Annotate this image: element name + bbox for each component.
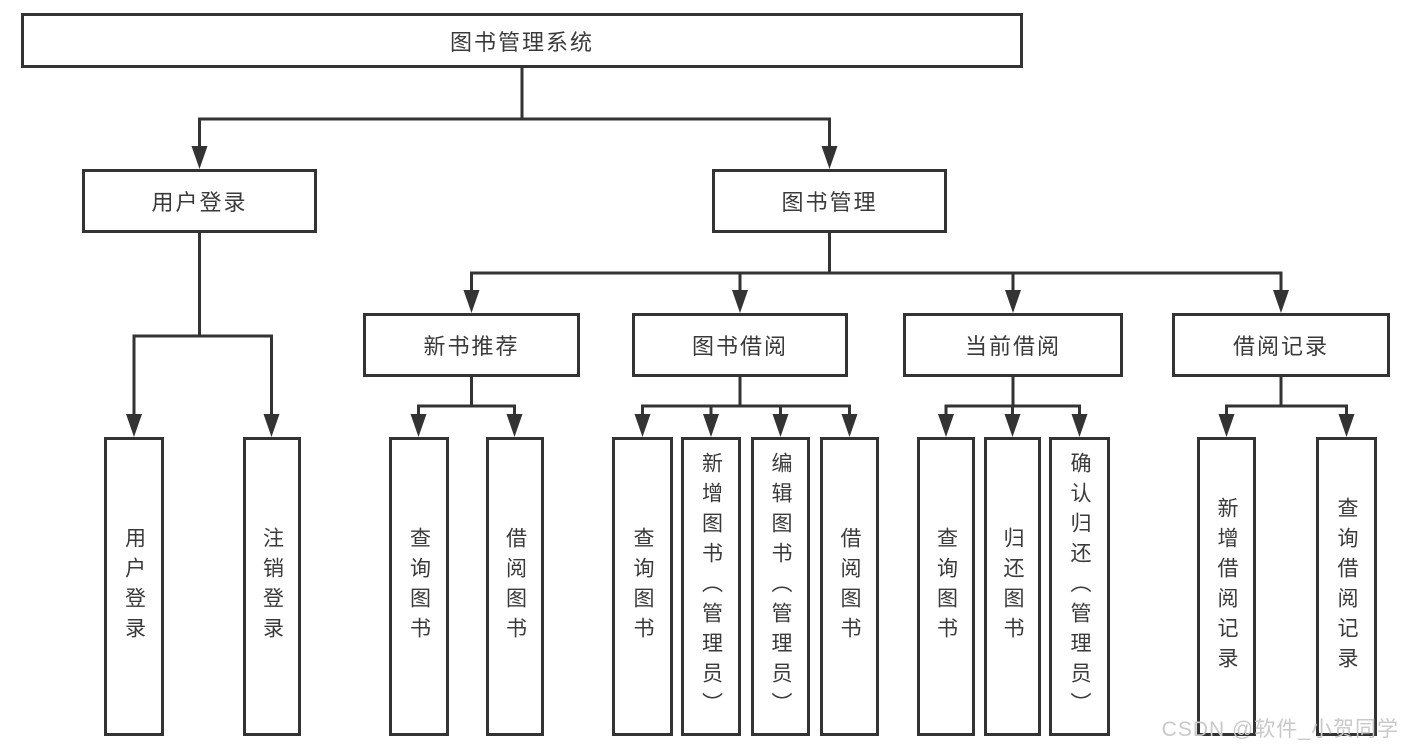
node-label: 图书管理 [781, 190, 878, 215]
node-current-borrow: 当前借阅 [903, 313, 1123, 377]
leaf-add-book-admin: 新增图书（管理员） [681, 437, 741, 736]
leaf-label: 借阅图书 [503, 526, 527, 647]
leaf-label: 注销登录 [260, 526, 284, 647]
node-label: 借阅记录 [1232, 334, 1329, 359]
node-book-borrow: 图书借阅 [632, 313, 848, 377]
leaf-label: 编辑图书（管理员） [769, 451, 792, 722]
csdn-watermark: CSDN @软件_小贺同学 [1161, 718, 1399, 741]
leaf-query-books-recommend: 查询图书 [389, 437, 449, 736]
node-label: 用户登录 [151, 190, 248, 215]
node-label: 图书借阅 [691, 334, 788, 359]
node-label: 新书推荐 [423, 334, 520, 359]
leaf-label: 查询借阅记录 [1335, 496, 1358, 677]
node-label: 当前借阅 [964, 334, 1061, 359]
leaf-label: 新增图书（管理员） [699, 451, 723, 722]
node-root-library-system: 图书管理系统 [21, 13, 1023, 68]
leaf-query-books-borrow: 查询图书 [612, 437, 673, 736]
node-label: 图书管理系统 [449, 29, 594, 55]
leaf-borrow-books-recommend: 借阅图书 [486, 437, 544, 736]
node-new-book-recommend: 新书推荐 [363, 313, 580, 377]
leaf-user-login: 用户登录 [104, 437, 164, 736]
leaf-label: 借阅图书 [838, 526, 861, 647]
leaf-return-book: 归还图书 [984, 437, 1041, 736]
node-user-login: 用户登录 [82, 169, 317, 233]
leaf-label: 新增借阅记录 [1215, 496, 1238, 677]
leaf-confirm-return-admin: 确认归还（管理员） [1049, 437, 1110, 736]
leaf-label: 归还图书 [1001, 526, 1024, 647]
leaf-label: 确认归还（管理员） [1068, 451, 1091, 722]
leaf-query-borrow-record: 查询借阅记录 [1316, 437, 1377, 736]
leaf-label: 查询图书 [934, 526, 958, 647]
leaf-edit-book-admin: 编辑图书（管理员） [751, 437, 810, 736]
leaf-add-borrow-record: 新增借阅记录 [1197, 437, 1256, 736]
leaf-label: 用户登录 [122, 526, 146, 647]
leaf-logout: 注销登录 [243, 437, 301, 736]
node-book-management: 图书管理 [712, 169, 947, 233]
leaf-query-books-current: 查询图书 [917, 437, 975, 736]
node-borrow-records: 借阅记录 [1172, 313, 1390, 377]
leaf-borrow-books-borrow: 借阅图书 [820, 437, 879, 736]
leaf-label: 查询图书 [407, 526, 431, 647]
leaf-label: 查询图书 [631, 526, 654, 647]
